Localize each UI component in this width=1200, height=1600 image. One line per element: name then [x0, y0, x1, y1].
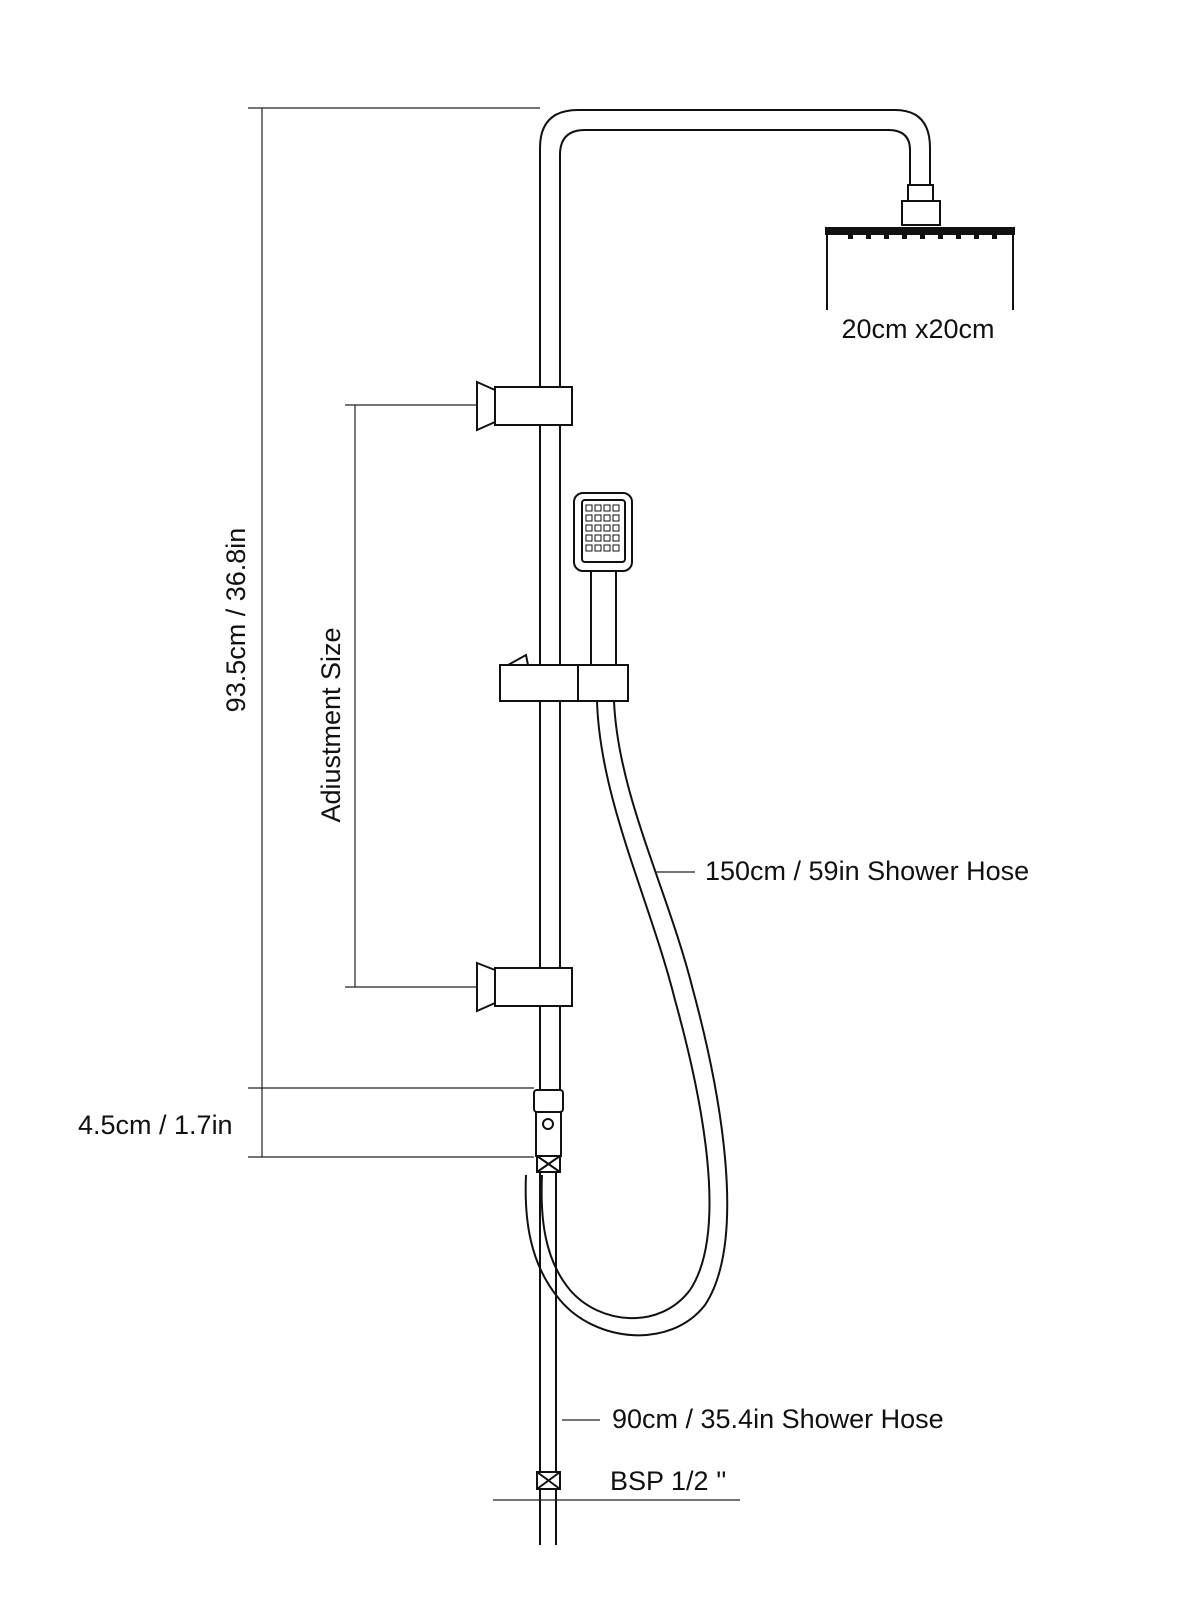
lower-shower-hose: [539, 1172, 557, 1472]
slider-holder: [499, 653, 629, 702]
upper-shower-hose: [524, 700, 729, 1337]
bsp-connector: [493, 1471, 740, 1545]
nozzle-dots: [848, 235, 997, 239]
hand-shower: [573, 492, 633, 670]
riser-pipe: [539, 109, 931, 1090]
height-label: 93.5cm / 36.8in: [221, 528, 251, 713]
upper-wall-bracket: [476, 380, 573, 432]
hand-shower-nozzle-grid: [585, 504, 620, 552]
offset-dimension: [248, 1087, 534, 1158]
upper-hose-label: 150cm / 59in Shower Hose: [705, 856, 1029, 886]
thread-label: BSP 1/2 '': [610, 1466, 726, 1496]
lower-hose-label: 90cm / 35.4in Shower Hose: [612, 1404, 944, 1434]
head-size-label: 20cm x20cm: [841, 314, 994, 344]
offset-label: 4.5cm / 1.7in: [78, 1110, 233, 1140]
lower-wall-bracket: [476, 961, 573, 1013]
adjustment-label: Adiustment Size: [316, 627, 346, 822]
diverter-fitting: [533, 1089, 564, 1173]
overhead-shower-head: [825, 184, 1015, 310]
adjustment-dimension: [345, 404, 477, 988]
height-dimension: [248, 107, 540, 1090]
